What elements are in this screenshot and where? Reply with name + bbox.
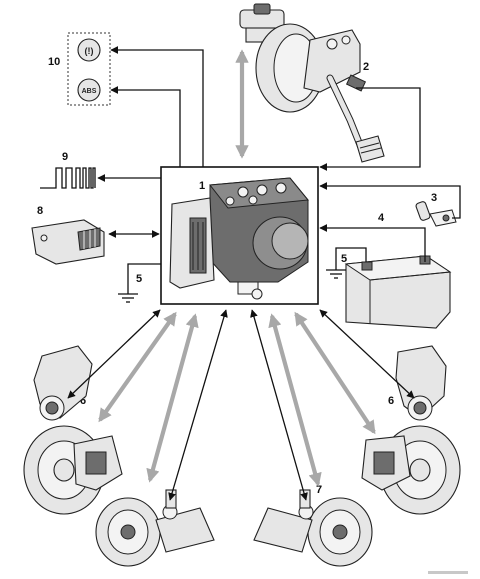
front-right-wheel-assembly [361,345,461,515]
label-9: 9 [62,151,68,163]
brake-warning-lamp: (!) [77,38,101,62]
wire-wheel-sensor-front-right [319,309,415,399]
label-3: 3 [431,192,437,204]
label-2: 2 [363,61,369,73]
label-6-right: 6 [388,395,394,407]
battery-terminal-connector [415,201,457,227]
signal-waveform-icon [40,167,96,189]
label-5-left: 5 [136,273,142,285]
figure-reference-mark [428,571,468,574]
label-7-right: 7 [316,484,322,496]
abs-hydraulic-unit [169,177,309,300]
brake-warning-symbol: (!) [85,46,94,56]
rear-left-wheel-assembly [95,489,215,567]
wire-to-brake-lamp [110,46,204,167]
warning-lamp-panel [67,32,111,106]
wire-battery-positive [319,224,426,262]
wire-battery-terminal [319,182,461,219]
rear-right-wheel-assembly [253,489,373,567]
yaw-rate-sensor [31,219,105,265]
wire-brake-switch [319,87,421,171]
ground-symbol-left [118,263,161,303]
battery [344,255,452,329]
label-8: 8 [37,205,43,217]
hydraulic-link-front-left [98,311,177,423]
ground-symbol-right [326,247,367,279]
wire-wheel-sensor-rear-left [168,309,228,501]
abs-warning-lamp: ABS [77,78,101,102]
label-1: 1 [199,180,205,192]
brake-pedal-assembly [239,3,385,163]
label-5-right: 5 [341,253,347,265]
label-4: 4 [378,212,385,224]
wire-to-abs-lamp [110,86,181,167]
hydraulic-link-front-right [294,311,376,435]
abs-warning-text: ABS [82,88,97,95]
hydraulic-link-rear-right [268,313,322,487]
label-6-left: 6 [80,395,86,407]
label-10: 10 [48,56,60,68]
front-left-wheel-assembly [23,345,123,515]
